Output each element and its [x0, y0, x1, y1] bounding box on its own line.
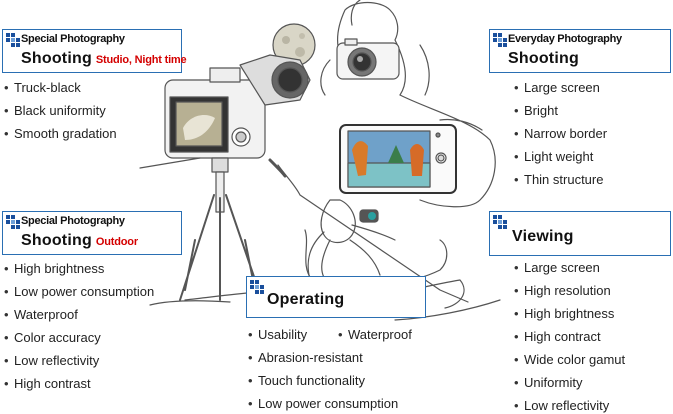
section-title: Operating	[267, 291, 345, 308]
section-category: Special Photography	[21, 33, 125, 45]
list-item: High brightness	[514, 306, 614, 321]
brand-logo-icon	[6, 33, 20, 47]
section-title: Viewing	[512, 228, 574, 245]
list-item: Touch functionality	[248, 373, 365, 388]
list-item: Thin structure	[514, 172, 603, 187]
list-item: Large screen	[514, 80, 600, 95]
section-tag: Outdoor	[95, 236, 138, 248]
list-item: Waterproof	[4, 307, 78, 322]
list-item: Uniformity	[514, 375, 583, 390]
compact-camera-icon	[336, 38, 400, 80]
brand-logo-icon	[6, 215, 20, 229]
list-item: Smooth gradation	[4, 126, 117, 141]
section-title-text: Shooting	[21, 232, 92, 249]
brand-logo-icon	[493, 215, 507, 229]
list-item: Wide color gamut	[514, 352, 625, 367]
list-item: Usability	[248, 327, 307, 342]
smartphone-icon	[339, 124, 457, 194]
list-item: High resolution	[514, 283, 611, 298]
brand-logo-icon	[250, 280, 264, 294]
list-item: Low power consumption	[4, 284, 154, 299]
list-item: Narrow border	[514, 126, 607, 141]
list-item: Large screen	[514, 260, 600, 275]
section-title: Shooting	[508, 50, 579, 67]
section-tag: Studio, Night time	[95, 54, 187, 66]
list-item: Color accuracy	[4, 330, 101, 345]
list-item: Truck-black	[4, 80, 81, 95]
section-category: Special Photography	[21, 215, 125, 227]
list-item: Bright	[514, 103, 558, 118]
woman-figure	[320, 0, 430, 96]
section-category: Everyday Photography	[508, 33, 622, 45]
list-item: High contract	[514, 329, 601, 344]
section-viewing: Viewing	[489, 211, 671, 256]
list-item: Abrasion-resistant	[248, 350, 363, 365]
list-item: High brightness	[4, 261, 104, 276]
tripod-icon	[139, 157, 263, 301]
list-item: Light weight	[514, 149, 593, 164]
list-item: Waterproof	[338, 327, 412, 342]
brand-logo-icon	[493, 33, 507, 47]
list-item: Low power consumption	[248, 396, 398, 411]
hand-figure	[399, 94, 496, 208]
list-item: Low reflectivity	[4, 353, 99, 368]
dslr-camera-icon	[164, 54, 311, 159]
list-item: Black uniformity	[4, 103, 106, 118]
section-everyday: Everyday Photography Shooting	[489, 29, 671, 73]
section-title-text: Shooting	[21, 50, 92, 67]
list-item: Low reflectivity	[514, 398, 609, 413]
section-operating: Operating	[246, 276, 426, 318]
moon-icon	[272, 23, 316, 67]
list-item: High contrast	[4, 376, 91, 391]
